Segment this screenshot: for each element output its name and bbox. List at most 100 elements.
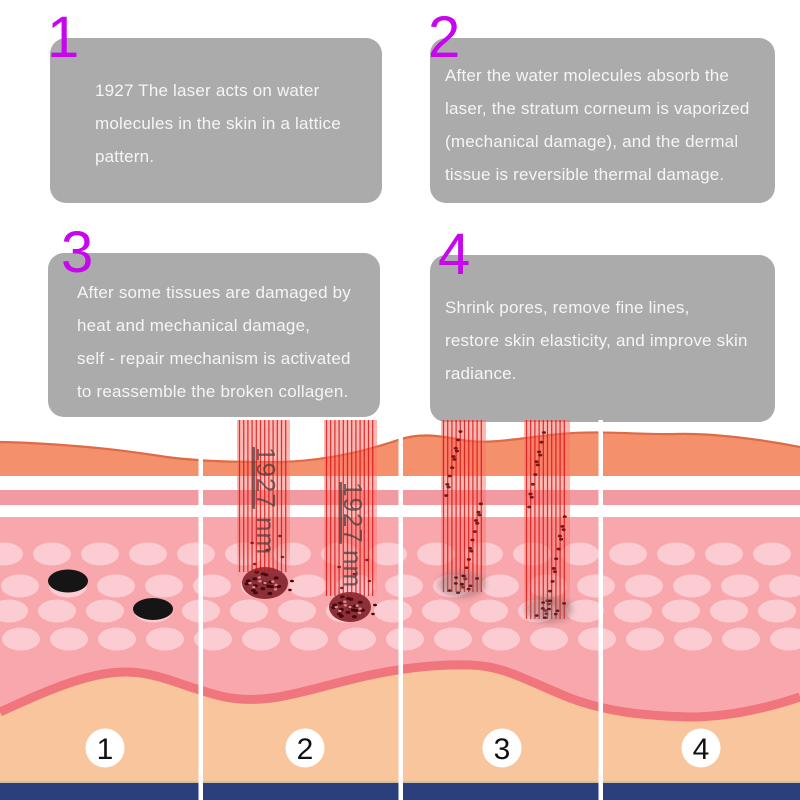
repair-particle [278,534,282,538]
repair-particle [450,466,455,470]
repair-particle [553,612,558,616]
collagen-ellipse [657,542,695,566]
repair-particle [555,609,560,613]
repair-particle [556,547,561,551]
step-text-line: After the water molecules absorb the [445,66,730,85]
repair-particle [540,607,545,610]
repair-particle [477,513,482,517]
collagen-ellipse [38,599,76,623]
collagen-ellipse [290,627,328,651]
crust-speckle [290,579,294,583]
repair-particle [550,579,555,583]
repair-particle [469,549,474,553]
collagen-ellipse [242,627,280,651]
panel-divider [598,420,603,800]
panel-divider [198,420,203,800]
panel-badge-1: 1 [85,728,125,768]
collagen-ellipse [673,574,711,598]
collagen-ellipse [721,574,759,598]
laser-wavelength-value: 1927 [251,447,281,509]
collagen-ellipse [369,542,407,566]
step-1-card: 1927 The laser acts on water molecules i… [50,38,382,203]
panel-badges: 1 2 3 4 [85,728,721,768]
crust-speckle [338,601,343,605]
collagen-ellipse [1,574,39,598]
crust-speckle [348,605,352,609]
collagen-ellipse [230,599,268,623]
beam-glow [441,420,486,598]
step-text-line: restore skin elasticity, and improve ski… [445,331,748,350]
repair-particle [538,453,543,457]
collagen-ellipse [194,627,232,651]
repair-particle [560,524,565,528]
crust-speckle [334,605,338,609]
crust-speckle [252,577,258,581]
crust-speckle [245,579,251,583]
panel-badge-circle [681,728,721,768]
crust-speckle [338,609,342,613]
step-text-line: molecules in the skin in a lattice [95,114,341,133]
panel-badge-label: 4 [693,733,710,766]
step-text-line: After some tissues are damaged by [77,283,352,302]
collagen-ellipse [0,542,23,566]
repair-particle [530,482,536,486]
repair-particle [265,548,270,552]
collagen-ellipse [753,542,791,566]
collagen-ellipse [97,574,135,598]
step-text-line: (mechanical damage), and the dermal [445,132,739,151]
repair-particle [352,572,357,576]
panel-badge-4: 4 [681,728,721,768]
repair-particle [460,582,464,586]
collagen-ellipse [0,599,28,623]
collagen-ellipse [530,627,568,651]
panel-badge-label: 1 [97,733,114,766]
repair-particle [533,473,538,476]
repair-particle [478,502,483,506]
laser-wavelength-value: 1927 [338,482,368,544]
collagen-ellipse [289,574,327,598]
repair-particle [554,557,559,561]
crust-speckle [274,583,278,587]
pigment-spots [48,569,173,620]
crust-speckle [252,585,256,589]
crust-speckle [273,588,278,591]
panel-badge-label: 2 [297,733,314,766]
repair-particle [280,555,285,559]
repair-particle [456,591,461,594]
repair-particle [451,455,456,458]
laser-beam [524,420,570,625]
collagen-ellipse [481,574,519,598]
step-text-line: self - repair mechanism is activated [77,349,351,368]
collagen-ellipse [566,599,604,623]
collagen-ellipse [662,599,700,623]
repair-particle [466,558,471,561]
laser-beam [324,420,377,602]
crust-speckle [258,579,262,583]
laser-beams [237,420,570,625]
step-1-number: 1 [47,5,80,70]
step-text-line: heat and mechanical damage, [77,316,311,335]
repair-particle [527,505,532,509]
collagen-ellipse [386,627,424,651]
crust-speckle [248,581,252,585]
step-4-number: 4 [438,222,471,287]
repair-particle [543,616,548,619]
repair-particle [535,463,540,467]
repair-particle [453,582,458,585]
repair-particle [529,495,534,499]
repair-particle [547,589,553,593]
repair-particle [466,587,471,591]
crust-speckle [357,611,362,615]
panel-badge-circle [482,728,522,768]
repair-particle [476,510,481,514]
collagen-ellipse [278,599,316,623]
collagen-ellipse [674,627,712,651]
collagen-ellipse [2,627,40,651]
repair-particle [470,538,475,542]
repair-particle [456,438,461,442]
crust-speckle [343,604,348,607]
collagen-ellipse [338,627,376,651]
crust-speckle [352,615,357,619]
step-2-card: After the water molecules absorb the las… [430,38,775,203]
